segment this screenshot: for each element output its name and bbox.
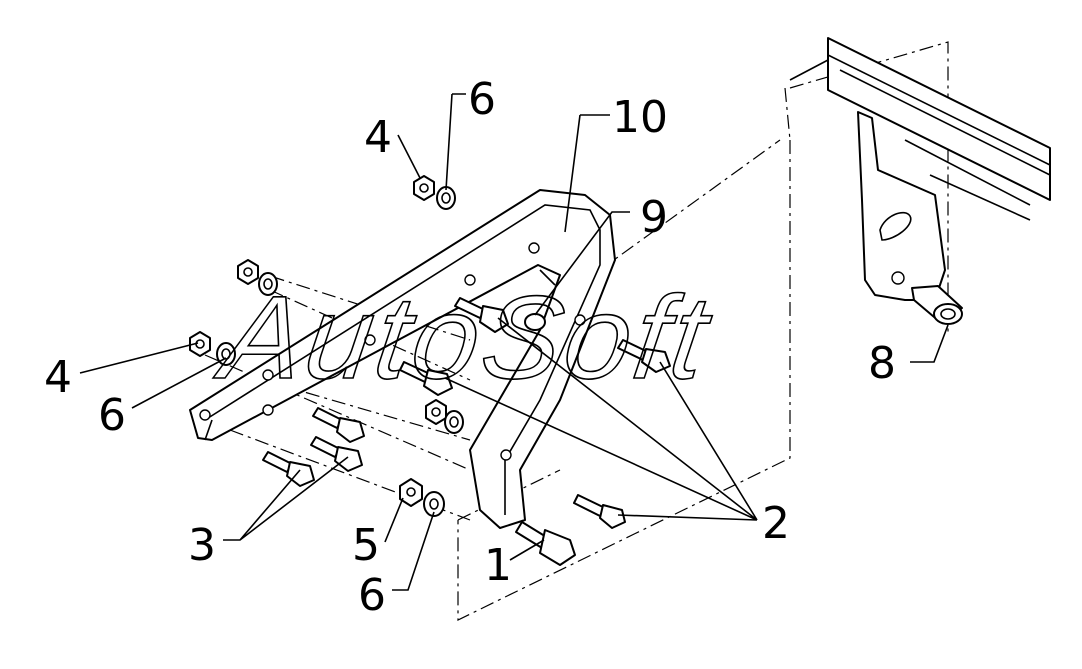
bolt-2c: [454, 297, 509, 333]
nut-top: [413, 175, 435, 201]
bolt-2a: [573, 494, 626, 529]
callout-3: 3: [188, 520, 216, 571]
washer-bottom: [423, 491, 445, 517]
callout-4-left: 4: [44, 352, 72, 403]
bolt-3c: [262, 451, 315, 487]
watermark: AutoSoft: [209, 273, 719, 404]
main-bracket: [189, 189, 616, 529]
bolt-3b: [310, 436, 363, 472]
callout-6-left: 6: [98, 390, 126, 441]
vehicle-frame-rail: [789, 37, 1051, 221]
bolt-1: [515, 521, 576, 566]
nut-mid: [237, 259, 259, 285]
bolt-2d: [399, 361, 453, 396]
callout-2: 2: [762, 498, 790, 549]
callout-1: 1: [484, 540, 512, 591]
callout-10: 10: [612, 92, 668, 143]
callout-9: 9: [640, 192, 668, 243]
callout-4-top: 4: [364, 112, 392, 163]
callout-6-bottom: 6: [358, 570, 386, 621]
callout-labels: 10 9 6 4 4 6 3 5 6 1 2 8: [44, 74, 896, 621]
washer-top: [436, 186, 456, 210]
bolts: [262, 297, 671, 566]
callout-8: 8: [868, 338, 896, 389]
washer-mid: [258, 272, 278, 296]
leader-lines: [79, 93, 949, 591]
callout-5: 5: [352, 520, 380, 571]
nut-bottom: [399, 478, 423, 507]
callout-6-top: 6: [468, 74, 496, 125]
bolt-3a: [312, 407, 365, 443]
washer-center: [444, 410, 464, 434]
bushing-part: [911, 285, 963, 325]
